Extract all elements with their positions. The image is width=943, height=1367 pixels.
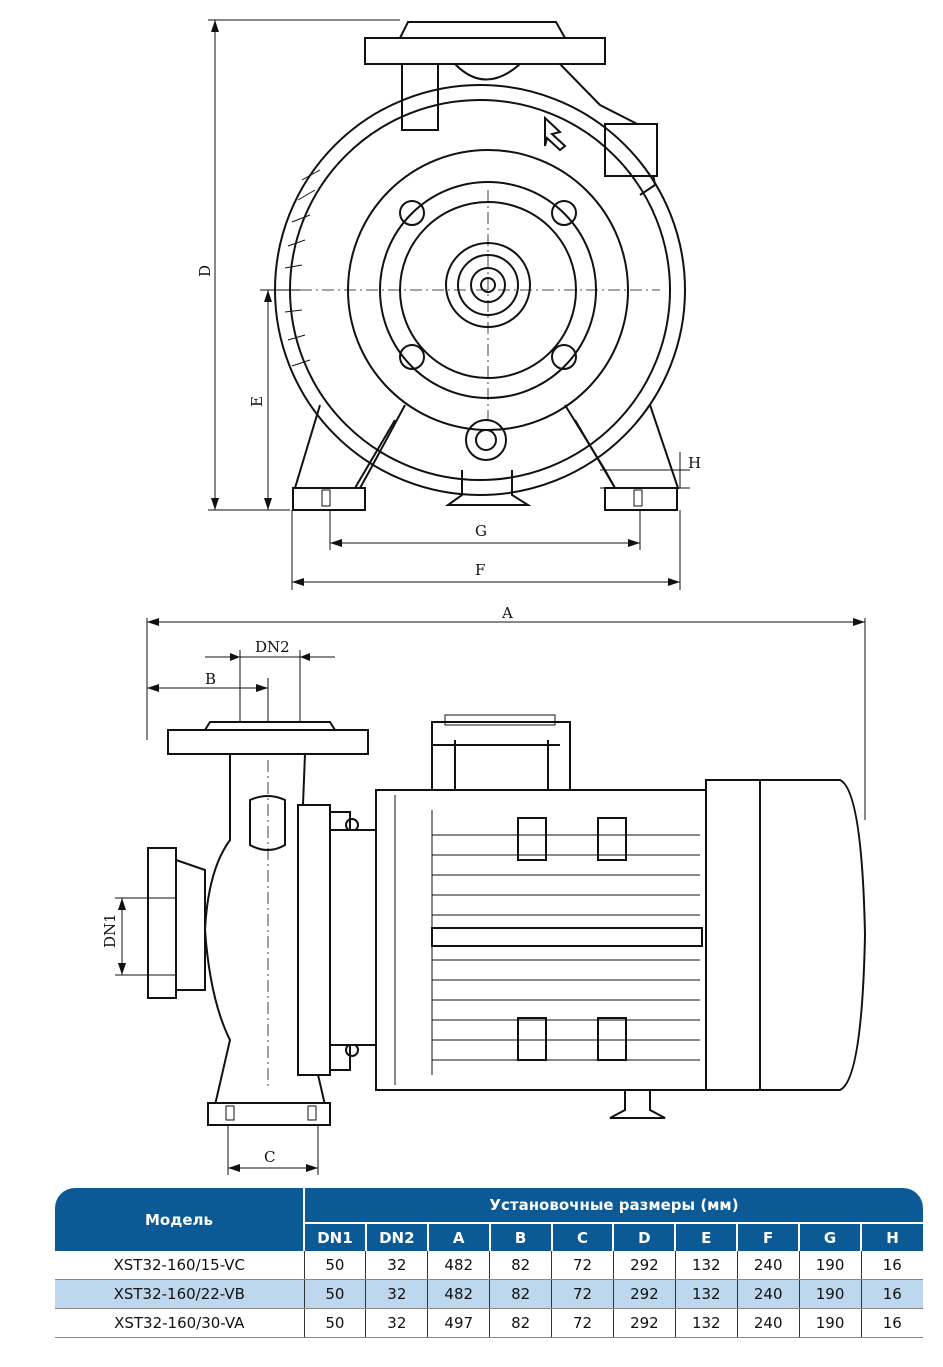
table-cell: 482 (427, 1279, 490, 1309)
table-cell: 132 (674, 1308, 738, 1338)
dimensions-table: Модель Установочные размеры (мм) DN1 DN2… (55, 1188, 923, 1338)
dimensions-group-header: Установочные размеры (мм) (304, 1188, 923, 1223)
column-header-dn1: DN1 (304, 1222, 366, 1251)
table-cell: 16 (860, 1251, 923, 1280)
table-cell: 292 (612, 1251, 676, 1280)
model-cell: XST32-160/30-VA (55, 1308, 304, 1338)
table-row: XST32-160/30-VA 50 32 497 82 72 292 132 … (55, 1308, 923, 1338)
model-column-header: Модель (55, 1188, 305, 1251)
column-header-a: A (426, 1222, 490, 1251)
table-cell: 190 (798, 1279, 862, 1309)
table-cell: 292 (612, 1308, 676, 1338)
table-cell: 16 (860, 1308, 923, 1338)
table-cell: 72 (551, 1279, 614, 1309)
table-cell: 50 (303, 1251, 366, 1280)
model-cell: XST32-160/22-VB (55, 1279, 304, 1309)
dim-label-a: A (501, 604, 513, 622)
dim-label-b: B (205, 670, 216, 688)
dim-label-g: G (475, 522, 487, 540)
table-cell: 16 (860, 1279, 923, 1309)
column-header-b: B (488, 1222, 552, 1251)
table-cell: 292 (612, 1279, 676, 1309)
dim-label-e: E (248, 396, 266, 407)
table-cell: 497 (427, 1308, 490, 1338)
dim-label-dn2: DN2 (255, 638, 290, 656)
table-cell: 132 (674, 1279, 738, 1309)
column-header-dn2: DN2 (364, 1222, 428, 1251)
table-cell: 190 (798, 1251, 862, 1280)
column-header-f: F (736, 1222, 800, 1251)
table-cell: 50 (303, 1308, 366, 1338)
table-cell: 32 (365, 1279, 428, 1309)
table-row: XST32-160/22-VB 50 32 482 82 72 292 132 … (55, 1279, 923, 1309)
dim-label-h: H (688, 454, 701, 472)
side-view: A DN2 B DN1 C (101, 604, 867, 1175)
table-cell: 240 (736, 1308, 800, 1338)
table-cell: 82 (489, 1251, 552, 1280)
table-cell: 82 (489, 1308, 552, 1338)
model-cell: XST32-160/15-VC (55, 1251, 304, 1280)
column-header-c: C (550, 1222, 614, 1251)
table-cell: 132 (674, 1251, 738, 1280)
table-cell: 82 (489, 1279, 552, 1309)
table-cell: 50 (303, 1279, 366, 1309)
column-header-e: E (674, 1222, 738, 1251)
dim-label-d: D (196, 265, 214, 277)
column-header-d: D (612, 1222, 676, 1251)
table-cell: 72 (551, 1308, 614, 1338)
table-cell: 240 (736, 1251, 800, 1280)
table-cell: 32 (365, 1308, 428, 1338)
table-cell: 240 (736, 1279, 800, 1309)
front-view: D E H G F (196, 19, 701, 590)
column-header-g: G (798, 1222, 862, 1251)
dim-label-c: C (264, 1148, 275, 1166)
table-cell: 32 (365, 1251, 428, 1280)
table-cell: 190 (798, 1308, 862, 1338)
table-row: XST32-160/15-VC 50 32 482 82 72 292 132 … (55, 1251, 923, 1280)
table-cell: 72 (551, 1251, 614, 1280)
pump-technical-drawing: D E H G F A DN2 B DN1 (101, 19, 867, 1175)
dim-label-dn1: DN1 (101, 913, 119, 948)
dim-label-f: F (475, 561, 485, 579)
table-cell: 482 (427, 1251, 490, 1280)
column-header-h: H (860, 1222, 923, 1251)
